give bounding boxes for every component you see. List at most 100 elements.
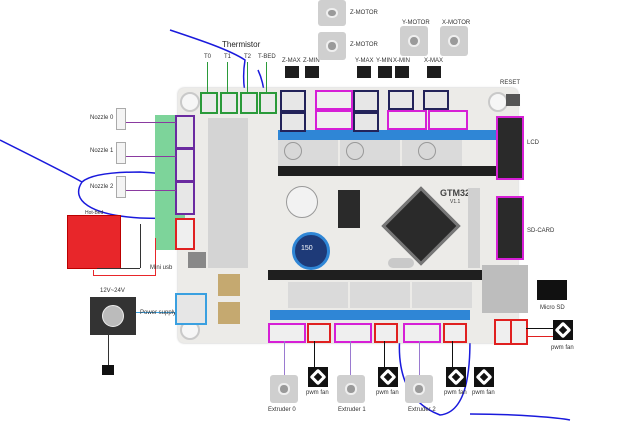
label-y-min: Y-MIN xyxy=(376,58,393,64)
z-max-connector xyxy=(280,90,306,112)
label-nozzle1: Nozzle 1 xyxy=(90,148,114,154)
power-plug-icon xyxy=(102,365,114,375)
lcd-connector[interactable] xyxy=(496,116,524,180)
z-min-connector xyxy=(280,112,306,132)
thermistor-wire xyxy=(227,62,228,92)
label-sd-card: SD-CARD xyxy=(527,228,555,234)
motor-wire xyxy=(419,341,420,375)
mini-usb-port xyxy=(188,252,206,268)
pwm-fan-2 xyxy=(446,367,466,387)
fan-wire xyxy=(314,341,315,367)
extruder1-motor xyxy=(337,375,365,403)
extruder1-connector xyxy=(334,323,372,343)
nozzle1-heater xyxy=(116,142,126,164)
gtm32-board: 150 GTM32 V1.1 xyxy=(178,88,524,343)
inductor xyxy=(292,232,330,270)
nozzle2-terminal xyxy=(175,181,195,215)
expansion-header xyxy=(468,188,480,268)
mount-hole xyxy=(488,92,508,112)
label-thermistor: Thermistor xyxy=(222,40,261,49)
label-pwm-fan-1: pwm fan xyxy=(376,390,399,396)
power-wire xyxy=(136,312,176,313)
hotbed-terminal xyxy=(175,218,195,250)
label-tbed: T-BED xyxy=(258,54,276,60)
power-cord xyxy=(108,335,109,365)
hotbed-wire xyxy=(93,275,155,276)
label-t2: T2 xyxy=(244,54,252,60)
label-pwm-fan-3: pwm fan xyxy=(472,390,495,396)
label-x-min: X-MIN xyxy=(393,58,410,64)
micro-sd-card xyxy=(537,280,567,300)
label-hot-bed: Hot-Bed xyxy=(85,210,104,216)
sd-card-socket xyxy=(482,265,528,313)
inductor-label: 150 xyxy=(301,245,313,252)
label-lcd: LCD xyxy=(527,140,540,146)
fuse xyxy=(218,274,240,296)
y-motor-connector xyxy=(387,110,427,130)
top-pin-header xyxy=(278,130,508,140)
x-motor-connector xyxy=(428,110,468,130)
label-nozzle0: Nozzle 0 xyxy=(90,115,114,121)
sd-card-connector[interactable] xyxy=(496,196,524,260)
hotbed-wire xyxy=(140,224,141,268)
label-z-min: Z-MIN xyxy=(303,58,320,64)
label-extruder2: Extruder 2 xyxy=(408,407,436,413)
fan2-connector xyxy=(443,323,467,343)
extruder2-connector xyxy=(403,323,441,343)
label-nozzle2: Nozzle 2 xyxy=(90,184,114,190)
pwm-fan-3 xyxy=(474,367,494,387)
extruder0-motor xyxy=(270,375,298,403)
label-reset: RESET xyxy=(500,80,521,86)
label-extruder1: Extruder 1 xyxy=(338,407,366,413)
motor-wire xyxy=(284,341,285,375)
hotbed-wire xyxy=(93,270,94,275)
x-max-connector xyxy=(423,90,449,110)
bottom-blue-header xyxy=(270,310,470,320)
buzzer xyxy=(286,186,318,218)
mosfet-heatsinks xyxy=(208,118,248,268)
board-name: GTM32 xyxy=(440,188,471,198)
y-motor xyxy=(400,26,428,56)
fan1-connector xyxy=(374,323,398,343)
crystal xyxy=(388,258,414,268)
board-version: V1.1 xyxy=(450,199,461,205)
x-min-endstop xyxy=(395,66,409,78)
label-z-motor-1: Z-MOTOR xyxy=(350,10,378,16)
fan0-connector xyxy=(307,323,331,343)
thermistor-wire xyxy=(266,62,267,92)
nozzle0-terminal xyxy=(175,115,195,149)
z-motor-connector-1 xyxy=(315,90,353,110)
label-x-motor: X-MOTOR xyxy=(442,20,471,26)
t0-connector xyxy=(200,92,218,114)
reset-button[interactable] xyxy=(506,94,520,106)
power-supply-unit xyxy=(90,297,136,335)
nozzle-wire xyxy=(126,156,176,157)
driver-pin-header xyxy=(278,166,498,176)
nozzle-wire xyxy=(126,190,176,191)
z-max-endstop xyxy=(285,66,299,78)
thermistor-wire xyxy=(247,62,248,92)
fan-wire xyxy=(452,341,453,367)
t2-connector xyxy=(240,92,258,114)
x-max-endstop xyxy=(427,66,441,78)
label-mini-usb: Mini usb xyxy=(150,265,173,271)
z-motor-1 xyxy=(318,0,346,26)
pwm-fan-right xyxy=(553,320,573,340)
label-power-voltage: 12V~24V xyxy=(100,288,125,294)
hotbed-wire xyxy=(155,238,156,276)
nozzle2-heater xyxy=(116,176,126,198)
y-min-connector xyxy=(353,112,379,132)
label-pwm-fan-0: pwm fan xyxy=(306,390,329,396)
label-power-supply: Power supply xyxy=(140,310,177,316)
label-t1: T1 xyxy=(224,54,232,60)
fan-wire xyxy=(526,336,556,337)
label-pwm-fan-2: pwm fan xyxy=(444,390,467,396)
label-pwm-fan-right: pwm fan xyxy=(551,345,574,351)
label-extruder0: Extruder 0 xyxy=(268,407,296,413)
annotation-nozzle-arrow xyxy=(0,139,83,183)
fan-wire xyxy=(384,341,385,367)
nozzle0-heater xyxy=(116,108,126,130)
mcu-chip xyxy=(381,186,461,266)
x-min-connector xyxy=(388,90,414,110)
y-max-connector xyxy=(353,90,379,112)
